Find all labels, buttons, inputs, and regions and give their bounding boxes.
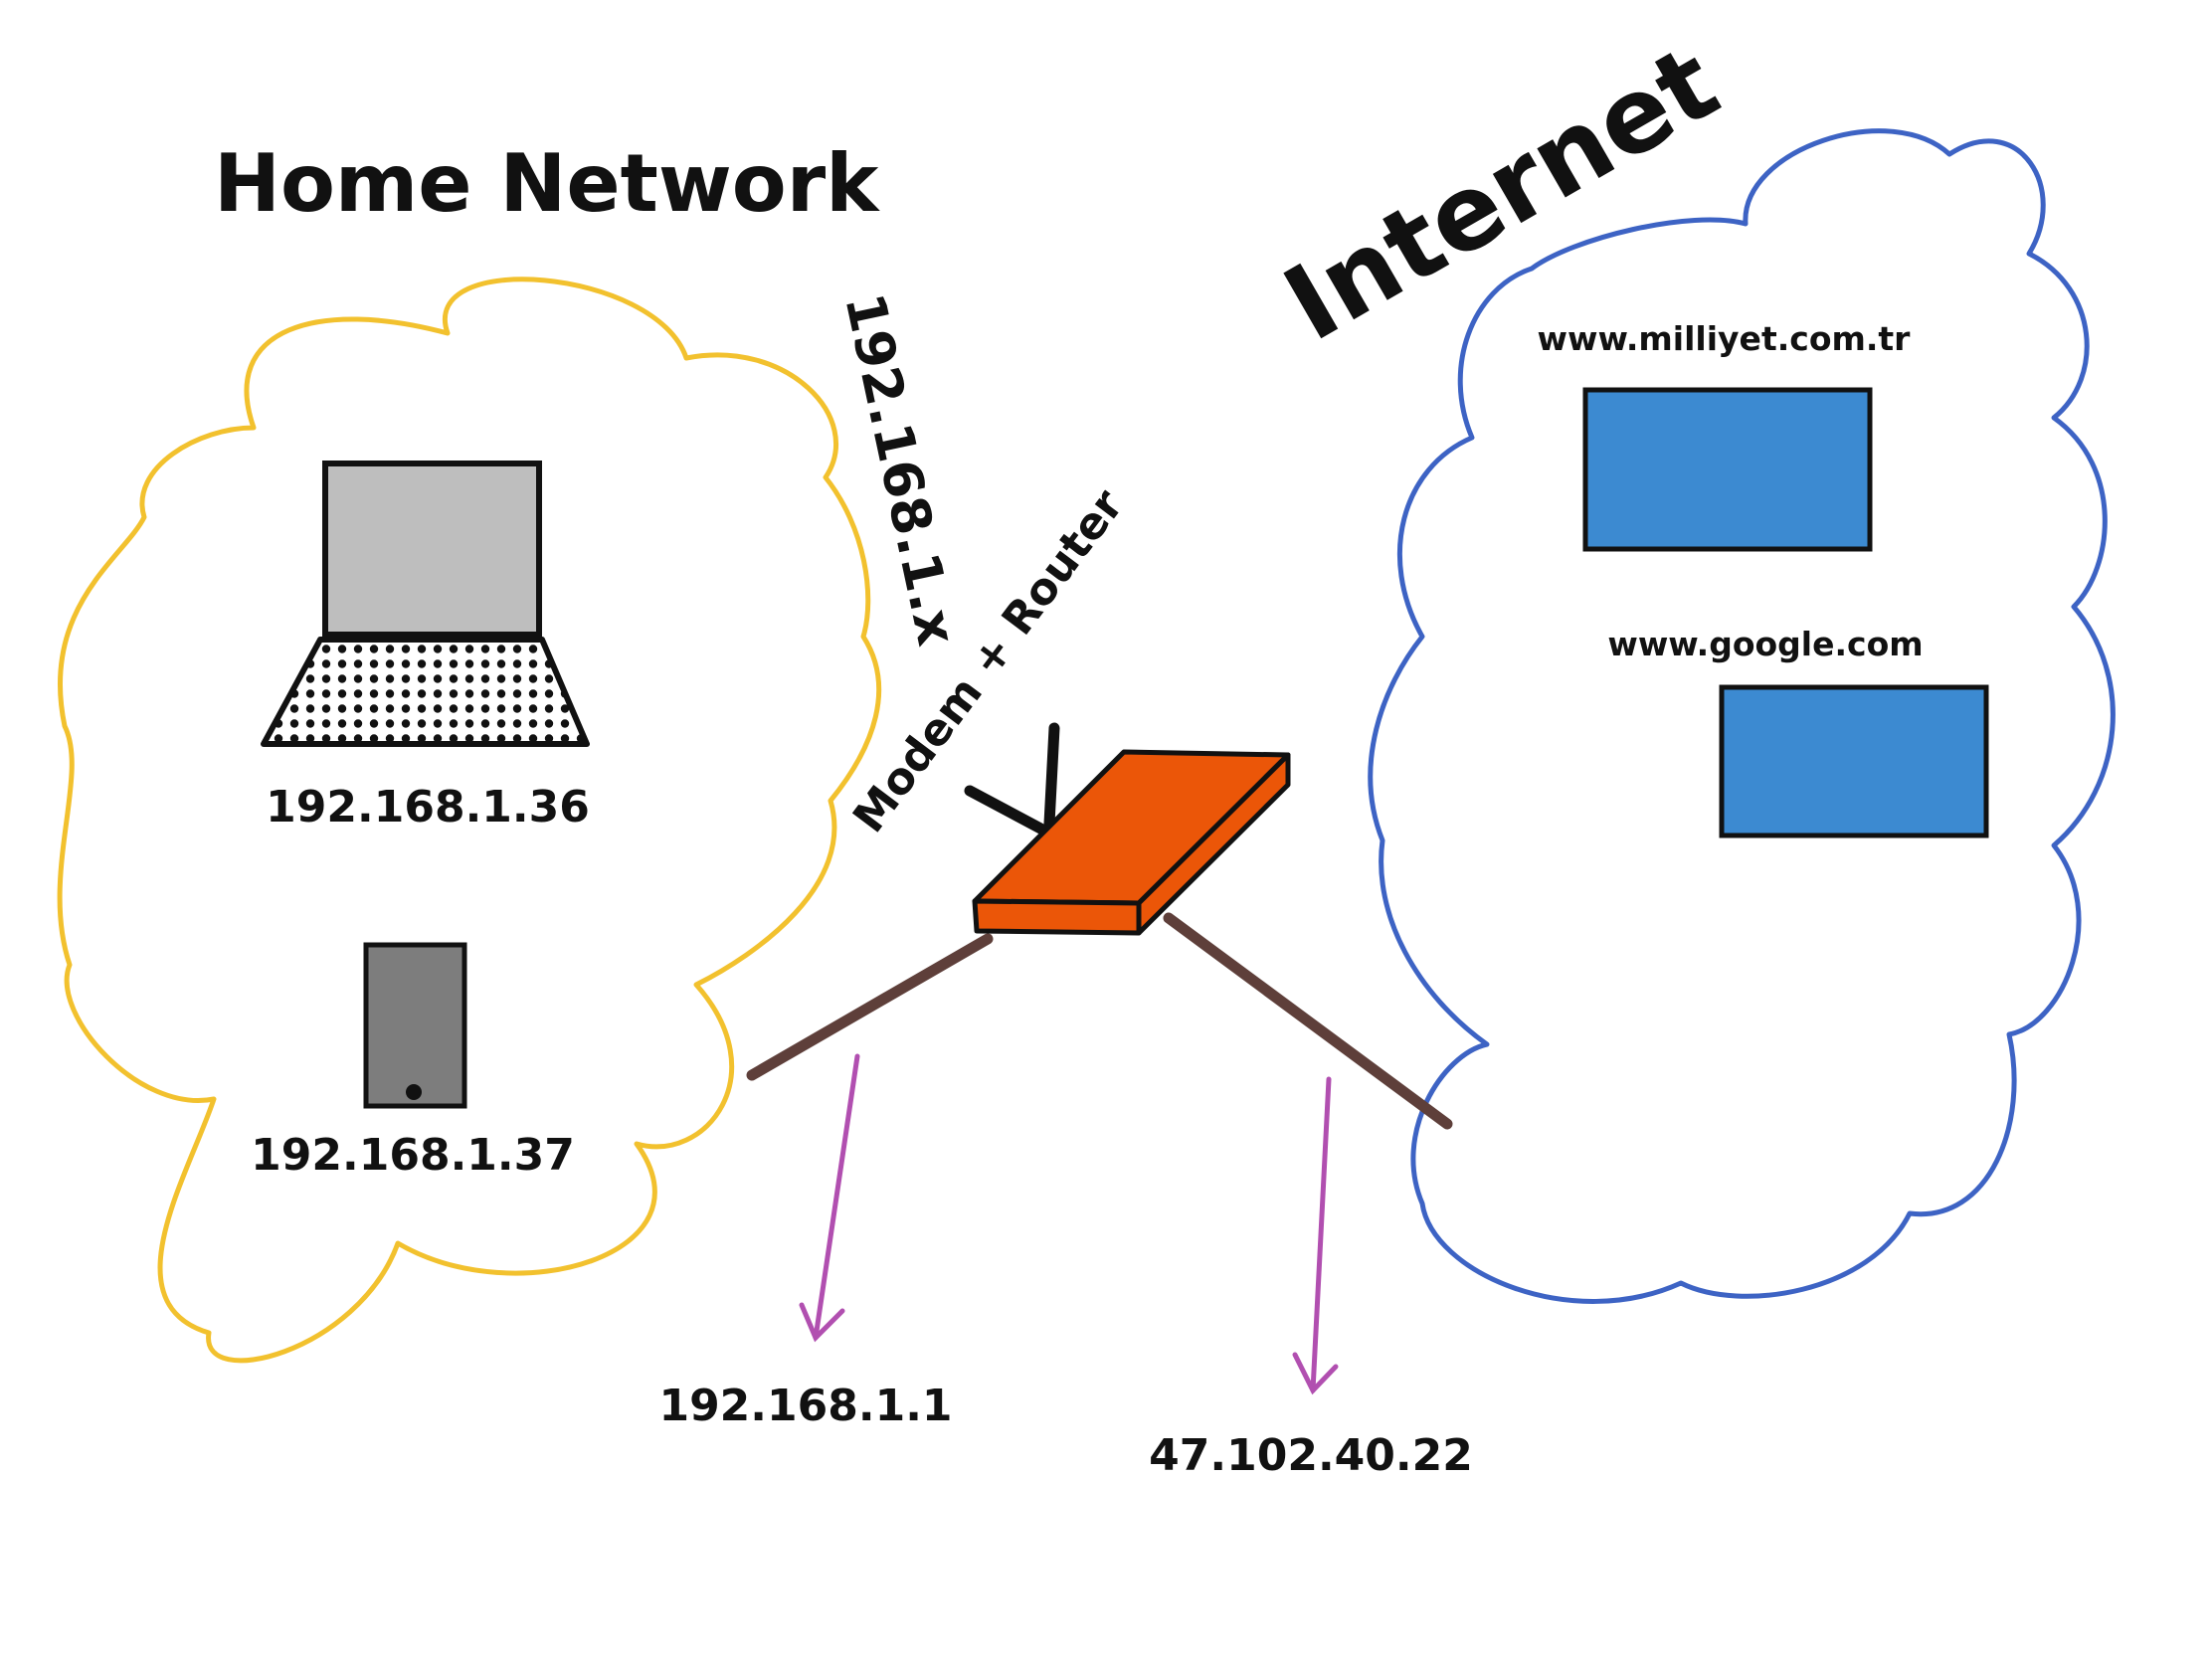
laptop-icon	[261, 461, 590, 747]
wan-ip-arrow	[1292, 1076, 1339, 1395]
site-label-google: www.google.com	[1607, 625, 1923, 663]
phone-ip-label: 192.168.1.37	[251, 1130, 575, 1181]
laptop-ip-label: 192.168.1.36	[266, 782, 590, 832]
lan-ip-arrow	[799, 1053, 860, 1343]
site-milliyet-box	[1582, 387, 1873, 552]
home-network-cloud	[57, 277, 882, 1364]
router-icon	[972, 749, 1291, 936]
router-wan-ip-label: 47.102.40.22	[1149, 1430, 1473, 1481]
wan-cable	[1163, 912, 1453, 1130]
internet-cloud	[1368, 128, 2116, 1304]
subnet-label: 192.168.1.x	[832, 288, 968, 651]
phone-icon	[363, 942, 467, 1109]
site-label-milliyet: www.milliyet.com.tr	[1538, 319, 1912, 358]
site-google-box	[1719, 684, 1989, 838]
lan-cable	[746, 933, 994, 1081]
router-lan-ip-label: 192.168.1.1	[658, 1381, 952, 1431]
router-antennas	[964, 722, 1060, 836]
home-network-title: Home Network	[214, 137, 880, 230]
internet-title: Internet	[1265, 22, 1738, 365]
